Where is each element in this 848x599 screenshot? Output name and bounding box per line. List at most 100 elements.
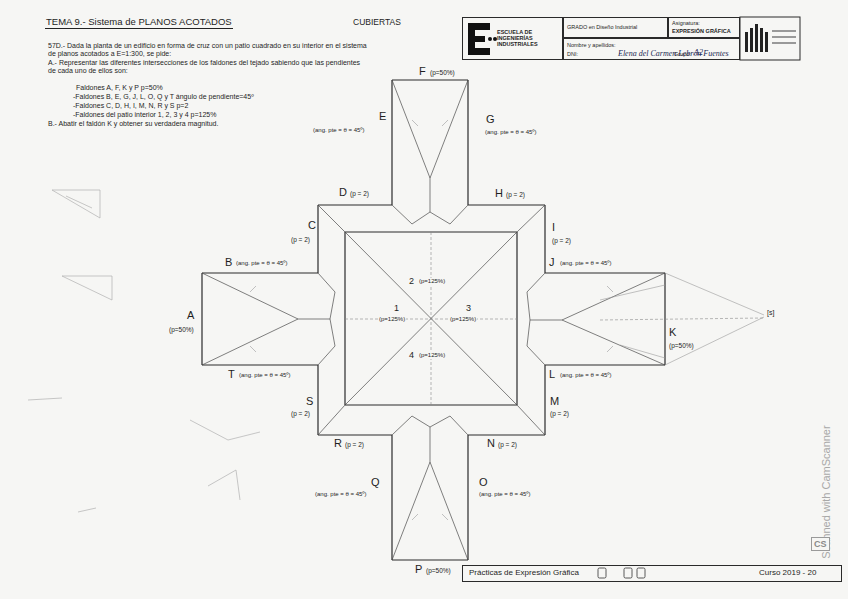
roof-lines	[202, 80, 764, 560]
logo-cell	[740, 17, 800, 60]
plan-line	[330, 292, 335, 319]
plan-line	[442, 120, 448, 126]
slope-note: (p = 2)	[551, 237, 572, 244]
plan-line	[527, 346, 545, 365]
field-label: Asignatura:	[672, 20, 700, 26]
slope-spec: -Faldones C, D, H, I, M, N, R y S p=2	[72, 102, 189, 110]
plan-line	[545, 364, 665, 365]
logo-bar	[765, 32, 768, 52]
face-letter: Q	[370, 476, 381, 488]
face-letter: K	[668, 326, 677, 338]
slope-note: (ang. pte = θ = 45º)	[238, 372, 292, 379]
plan-line	[250, 286, 256, 292]
plan-line	[544, 205, 545, 273]
face-letter: P	[414, 563, 423, 575]
plan-line	[620, 345, 665, 358]
footer-text: Prácticas de Expresión Gráfica	[469, 569, 579, 578]
plan-line	[318, 273, 335, 292]
logo-bar	[772, 42, 796, 44]
topic-label: CUBIERTAS	[352, 18, 402, 28]
course-year: Curso 2019 - 20	[759, 569, 816, 578]
footer-icons	[598, 568, 645, 578]
school-logo	[468, 23, 497, 55]
plan-line	[250, 346, 256, 352]
face-letter: D	[338, 186, 348, 198]
slope-note: (p=125%)	[418, 352, 446, 359]
logo-bar	[468, 48, 490, 55]
face-letter: A	[186, 309, 195, 321]
plan-line	[516, 232, 517, 405]
plan-line	[430, 427, 431, 462]
slope-spec: -Faldones B, E, G, J, L, O, Q y T ángulo…	[72, 93, 255, 101]
plan-line	[468, 434, 545, 435]
face-letter: M	[549, 395, 560, 407]
plan-line	[467, 435, 468, 560]
sketch-line	[190, 420, 260, 440]
face-letter: N	[486, 437, 496, 449]
slope-note: (p=125%)	[449, 316, 477, 323]
logo-dot	[488, 37, 492, 41]
face-letter: T	[227, 368, 236, 380]
field-label: Grupo:	[674, 51, 691, 57]
slope-note: (ang. pte = θ = 45º)	[559, 260, 613, 267]
face-letter: G	[485, 113, 496, 125]
construction-mark: [s]	[766, 309, 775, 317]
plan-line	[392, 559, 468, 560]
task-text: B.- Abatir el faldón K y obtener su verd…	[47, 120, 219, 128]
patio-number: 1	[393, 303, 400, 313]
face-letter: C	[307, 219, 317, 231]
footer-icon	[637, 568, 645, 578]
margin-sketches	[28, 190, 260, 512]
slope-note: (p=50%)	[425, 567, 452, 574]
plan-line	[392, 205, 412, 224]
plan-line	[412, 120, 418, 126]
slope-note: (ang. pte = θ = 45º)	[314, 491, 368, 498]
plan-line	[545, 272, 665, 273]
plan-line	[527, 292, 530, 320]
degree-cell: GRADO en Diseño Industrial	[563, 17, 668, 38]
plan-line	[318, 405, 345, 435]
face-letter: O	[478, 476, 489, 488]
slope-spec: -Faldones del patio interior 1, 2, 3 y 4…	[72, 111, 217, 119]
logo-bar	[760, 28, 763, 52]
plan-line	[607, 286, 613, 292]
sketch-line	[78, 508, 96, 512]
plan-line	[344, 232, 345, 405]
plan-line	[530, 320, 562, 321]
slope-note: (ang. pte = θ = 45º)	[478, 491, 532, 498]
face-letter: I	[551, 221, 556, 233]
plan-line	[607, 346, 613, 352]
slope-note: (ang. pte = θ = 45º)	[559, 372, 613, 379]
plan-line	[202, 273, 298, 319]
face-letter: S	[305, 395, 314, 407]
slope-note: (ang. pte = θ = 45º)	[235, 260, 289, 267]
plan-line	[527, 273, 545, 292]
face-letter: L	[548, 368, 556, 380]
patio-number: 3	[465, 303, 472, 313]
slope-note: (p = 2)	[344, 441, 365, 448]
slope-note: (p=50%)	[429, 69, 456, 76]
plan-line	[527, 320, 530, 346]
plan-line	[392, 80, 430, 178]
plan-line	[430, 80, 468, 178]
slope-note: (p=50%)	[168, 326, 195, 333]
student-name: Elena del Carmen Lebrón Fuentes	[618, 50, 729, 59]
slope-note: (p = 2)	[290, 410, 311, 417]
group-value: A2	[694, 49, 703, 58]
plan-line	[517, 405, 545, 435]
plan-line	[442, 514, 448, 520]
subject-name: EXPRESIÓN GRÁFICA	[672, 28, 731, 34]
plan-line	[431, 232, 432, 405]
logo-bar	[772, 30, 796, 32]
slope-note: (ang. pte = θ = 45º)	[484, 129, 538, 136]
plan-line	[391, 435, 392, 560]
plan-line	[468, 204, 545, 205]
plan-line	[430, 462, 468, 560]
field-label: DNI:	[567, 51, 578, 57]
slope-note: (p = 2)	[505, 191, 526, 198]
department-logo	[740, 17, 800, 60]
plan-line	[318, 346, 335, 365]
plan-line	[450, 416, 468, 435]
plan-line	[202, 272, 318, 273]
watermark-logo: CS	[811, 537, 830, 551]
